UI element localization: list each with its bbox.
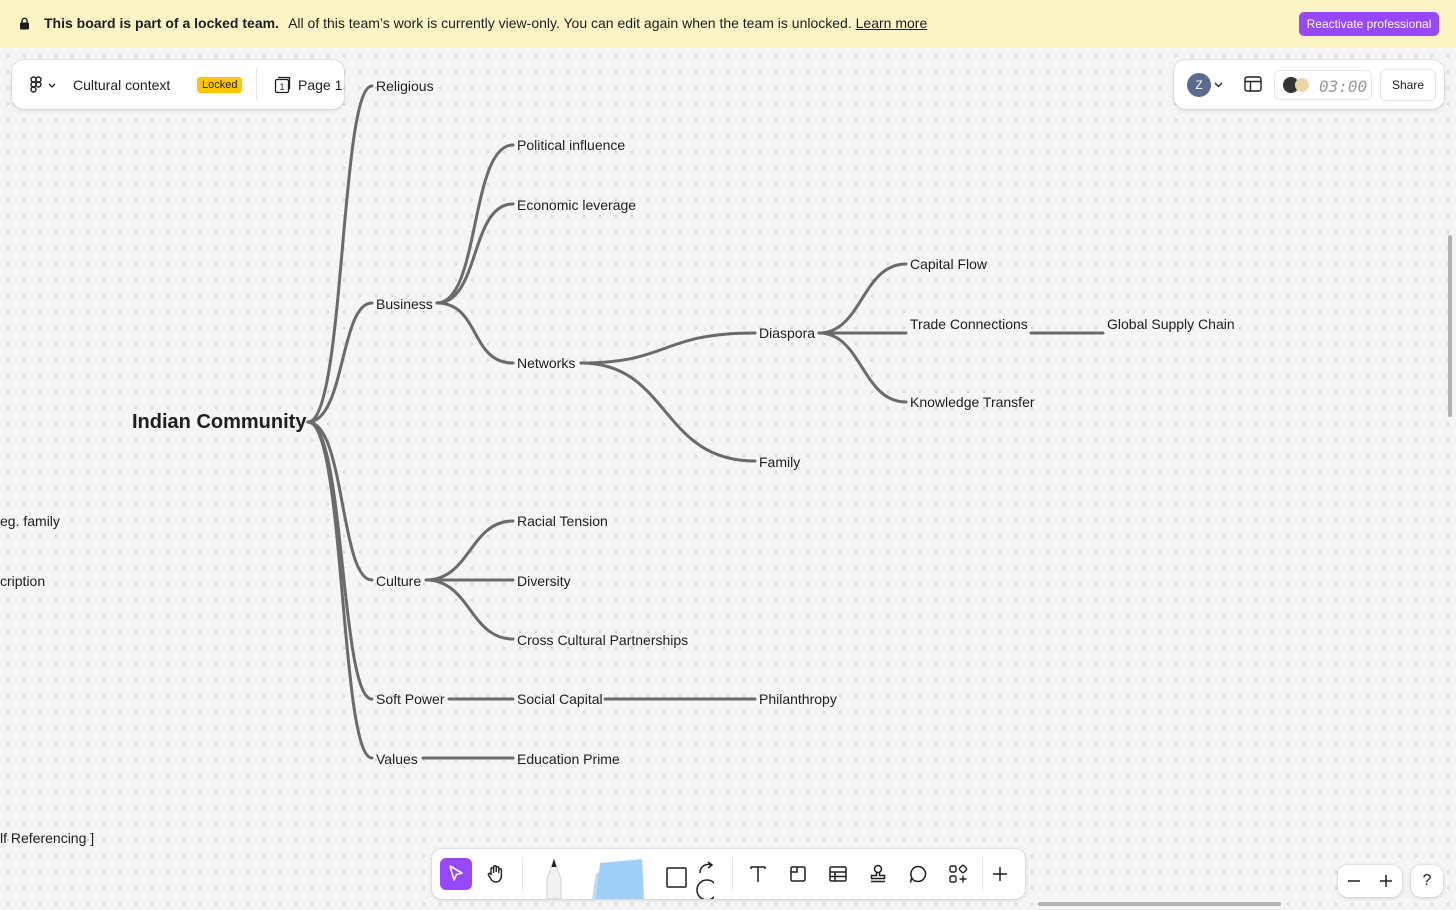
text-tool[interactable] [742,858,774,890]
timer-sparkle-icon [1295,78,1309,92]
learn-more-link[interactable]: Learn more [856,15,928,31]
chevron-down-icon [49,84,55,87]
connector [426,580,513,639]
locked-team-banner: This board is part of a locked team. All… [0,0,1456,48]
node-soft-power[interactable]: Soft Power [376,691,444,707]
node-global-supply-chain[interactable]: Global Supply Chain [1107,316,1235,332]
sticky-note-tool[interactable] [588,857,646,899]
partial-node[interactable]: lf Referencing ] [0,830,94,846]
vertical-scrollbar[interactable] [1448,235,1452,417]
text-icon [742,858,774,890]
cursor-icon [440,858,472,890]
connector [426,521,513,580]
node-business[interactable]: Business [376,296,433,312]
zoom-in-button[interactable] [1370,865,1402,897]
shapes-icon [664,861,714,899]
timer[interactable]: 03:00 [1274,70,1372,100]
connector [437,303,513,363]
more-tool[interactable] [984,858,1016,890]
horizontal-scrollbar[interactable] [1038,902,1281,906]
zoom-controls [1338,865,1402,897]
node-philanthropy[interactable]: Philanthropy [759,691,837,707]
connector [437,145,513,303]
partial-node[interactable]: cription [0,573,45,589]
page-selector[interactable]: 1 Page 1 [270,72,350,98]
comment-icon [902,858,934,890]
connector [308,303,372,422]
page-icon: 1 [272,75,292,95]
main-menu-button[interactable] [28,73,72,97]
toolbar-divider [522,857,523,891]
connector [581,333,755,363]
node-diversity[interactable]: Diversity [517,573,571,589]
node-cross-cultural-partnerships[interactable]: Cross Cultural Partnerships [517,632,688,648]
connector [819,333,906,402]
hand-icon [480,858,512,890]
node-values[interactable]: Values [376,751,418,767]
node-family[interactable]: Family [759,454,800,470]
banner-message: This board is part of a locked team. All… [44,15,927,31]
plus-icon [1370,865,1402,897]
widgets-icon [942,858,974,890]
node-political-influence[interactable]: Political influence [517,137,625,153]
node-education-prime[interactable]: Education Prime [517,751,620,767]
file-name[interactable]: Cultural context [73,77,170,93]
toolbar-divider [732,857,733,891]
node-diaspora[interactable]: Diaspora [759,325,815,341]
node-knowledge-transfer[interactable]: Knowledge Transfer [910,394,1035,410]
connector [819,264,906,333]
figma-logo-icon [28,73,72,97]
node-capital-flow[interactable]: Capital Flow [910,256,987,272]
help-button[interactable]: ? [1411,865,1443,897]
locked-badge: Locked [197,77,242,93]
shape-tool[interactable] [664,861,714,899]
table-tool[interactable] [822,858,854,890]
node-racial-tension[interactable]: Racial Tension [517,513,608,529]
lock-icon [19,17,30,30]
chevron-down-icon[interactable] [1214,81,1224,89]
layout-panel-icon[interactable] [1244,76,1262,92]
connector [308,422,372,758]
select-tool[interactable] [440,858,472,890]
collaboration-panel: Z 03:00 Share [1174,60,1444,109]
share-button[interactable]: Share [1380,69,1436,101]
widgets-tool[interactable] [942,858,974,890]
bottom-toolbar [432,849,1025,899]
avatar[interactable]: Z [1187,73,1211,97]
hand-tool[interactable] [480,858,512,890]
pen-tool[interactable] [536,855,572,899]
sticky-note-icon [588,857,646,899]
section-tool[interactable] [782,858,814,890]
banner-text: All of this team’s work is currently vie… [288,15,852,31]
svg-text:1: 1 [279,82,284,92]
connector [581,363,755,461]
plus-icon [984,858,1016,890]
node-religious[interactable]: Religious [376,78,434,94]
page-label: Page 1 [298,77,342,93]
root-node[interactable]: Indian Community [132,411,306,433]
comment-tool[interactable] [902,858,934,890]
banner-bold-text: This board is part of a locked team. [44,15,279,31]
minus-icon [1338,865,1370,897]
table-icon [822,858,854,890]
node-networks[interactable]: Networks [517,355,575,371]
node-trade-connections[interactable]: Trade Connections [910,316,1028,332]
zoom-out-button[interactable] [1338,865,1370,897]
file-panel: Cultural context Locked 1 Page 1 [12,60,344,109]
timer-text: 03:00 [1319,77,1367,96]
node-social-capital[interactable]: Social Capital [517,691,603,707]
partial-node[interactable]: eg. family [0,513,60,529]
reactivate-professional-button[interactable]: Reactivate professional [1299,12,1439,36]
toolbar-divider [982,857,983,891]
stamp-icon [862,858,894,890]
node-economic-leverage[interactable]: Economic leverage [517,197,636,213]
section-icon [782,858,814,890]
stamp-tool[interactable] [862,858,894,890]
divider [256,68,257,101]
marker-pen-icon [536,855,572,899]
node-culture[interactable]: Culture [376,573,421,589]
